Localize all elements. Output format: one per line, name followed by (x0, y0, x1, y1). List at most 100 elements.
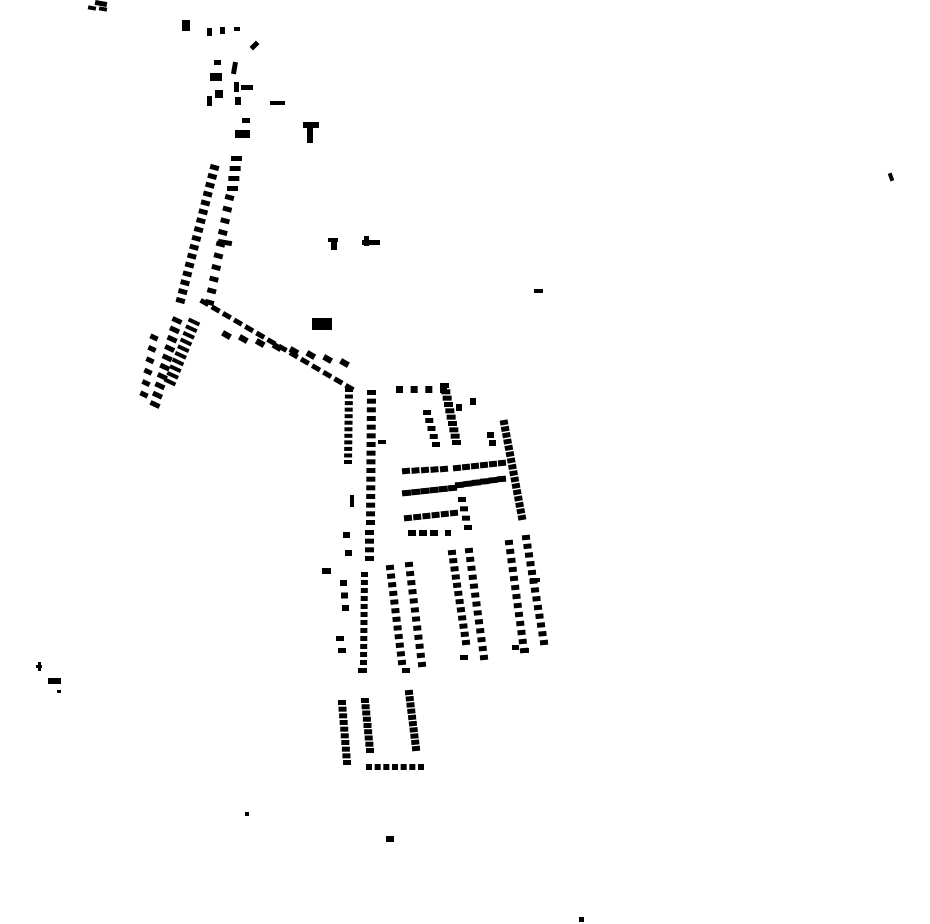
building (338, 706, 347, 712)
building (390, 599, 399, 605)
building (478, 645, 487, 652)
building (322, 568, 331, 574)
building (214, 60, 221, 65)
building (361, 704, 370, 710)
building (365, 556, 374, 561)
building (339, 720, 348, 725)
building (339, 713, 348, 719)
building (463, 480, 473, 488)
building (510, 476, 520, 483)
building (336, 636, 344, 641)
building (366, 502, 376, 508)
building (191, 234, 202, 243)
building (184, 261, 195, 269)
building (345, 550, 352, 556)
building (411, 616, 421, 622)
building (401, 489, 412, 497)
building (410, 488, 421, 496)
building (408, 588, 417, 595)
building (404, 689, 414, 696)
building (469, 583, 479, 590)
building (227, 186, 238, 191)
building (391, 607, 400, 614)
building (211, 263, 222, 272)
building (464, 525, 472, 530)
building (179, 337, 193, 347)
building (504, 539, 514, 546)
building (204, 181, 215, 189)
building (344, 440, 353, 445)
building (394, 633, 403, 640)
building (505, 451, 515, 458)
building (466, 556, 475, 563)
building (365, 741, 374, 747)
building (366, 520, 375, 525)
building (460, 631, 469, 638)
building (446, 414, 456, 420)
building (532, 595, 541, 602)
building (535, 613, 544, 620)
building (502, 432, 511, 439)
building (887, 172, 895, 182)
building (512, 645, 519, 650)
building (166, 334, 178, 344)
building (441, 389, 451, 395)
building (454, 481, 465, 489)
building (217, 228, 228, 237)
building (507, 557, 516, 564)
building (210, 73, 222, 81)
building (488, 476, 498, 484)
building (452, 582, 462, 589)
building (254, 338, 266, 348)
building (366, 416, 376, 421)
building (182, 270, 193, 278)
building (411, 739, 420, 746)
building (366, 407, 376, 413)
building (523, 543, 532, 550)
building (418, 764, 424, 770)
building (366, 459, 376, 465)
building (471, 479, 482, 486)
building (410, 733, 419, 739)
building (57, 690, 61, 693)
building (186, 252, 197, 260)
building (200, 199, 211, 207)
building (512, 593, 521, 600)
building (400, 764, 407, 770)
building (358, 668, 367, 673)
building (444, 402, 453, 407)
building (393, 625, 402, 631)
building (392, 764, 398, 770)
building (439, 465, 449, 473)
building (344, 414, 353, 419)
building (431, 511, 440, 519)
building (410, 386, 418, 393)
building (396, 651, 406, 657)
building (175, 296, 186, 305)
building (177, 288, 188, 296)
building (404, 561, 414, 568)
building (579, 917, 584, 922)
building (397, 659, 407, 666)
building (210, 304, 221, 314)
building (343, 760, 351, 765)
building (366, 494, 376, 499)
building (202, 190, 213, 198)
building (445, 530, 451, 536)
building (340, 733, 349, 739)
building (415, 643, 424, 650)
building (429, 486, 439, 494)
building (232, 317, 244, 327)
building (344, 453, 353, 458)
building (477, 636, 486, 643)
building (450, 433, 460, 439)
building (360, 644, 368, 649)
building (360, 628, 368, 633)
building (515, 501, 524, 508)
building (206, 287, 217, 295)
building (322, 370, 333, 379)
building (508, 463, 517, 470)
building (409, 598, 418, 604)
